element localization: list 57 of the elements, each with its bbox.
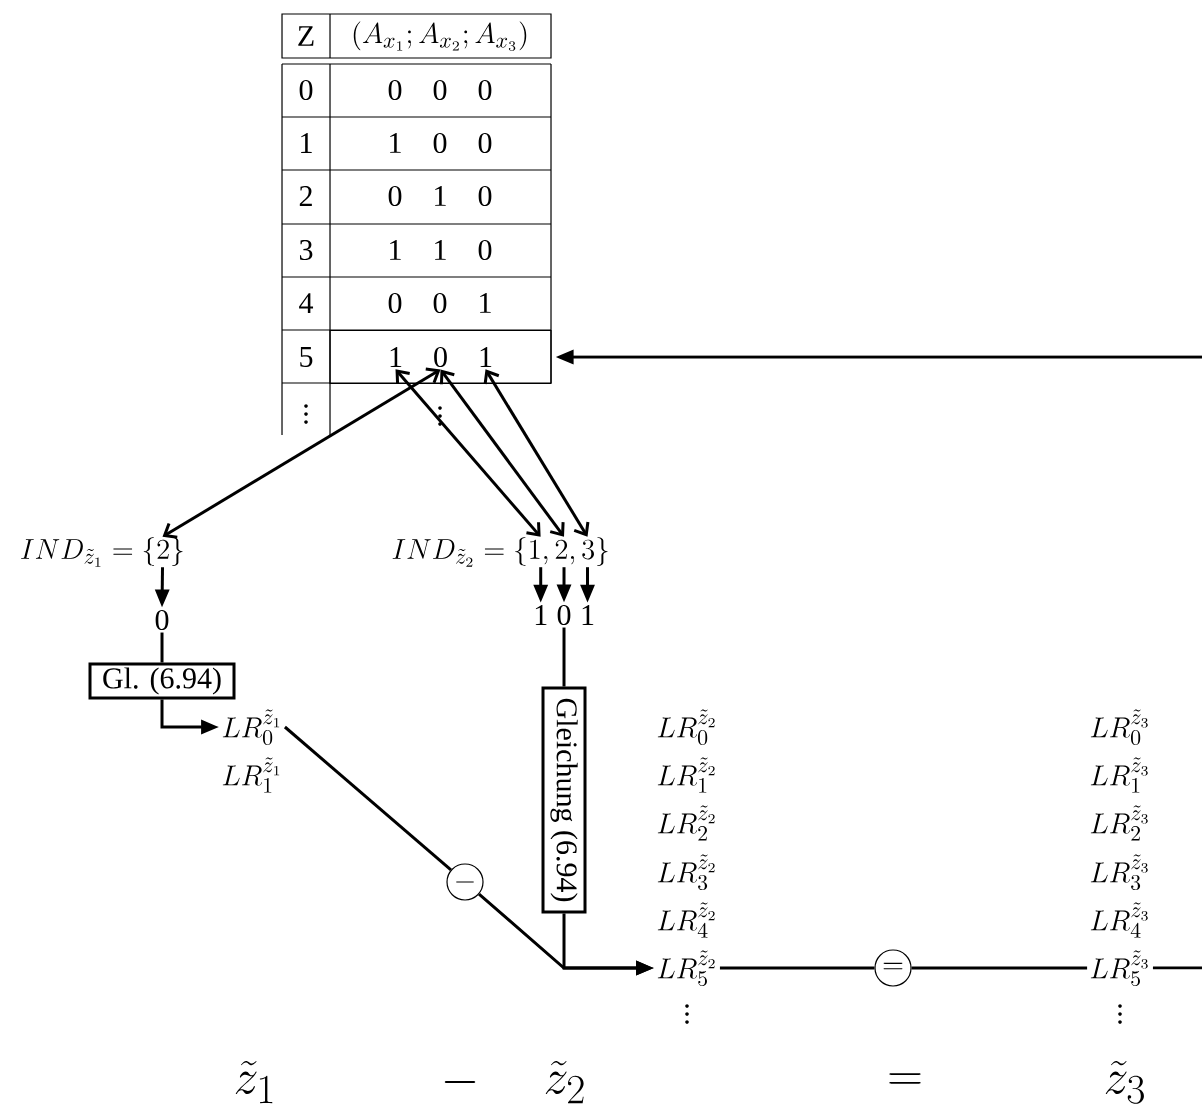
ellipsis: $\vdots$ [1118, 1004, 1122, 1024]
ellipsis: $\vdots$ [304, 404, 308, 424]
column-header: $(A_{x_1};A_{x_2};A_{x_3})$ [353, 21, 527, 51]
likelihood-ratio: $LR_5^{\tilde z_3}$ [1090, 950, 1148, 987]
column-header: Z [298, 26, 314, 46]
row-number: 1 [301, 133, 312, 153]
bit-value: 0 [155, 609, 169, 631]
likelihood-ratio: $LR_0^{\tilde z_1}$ [222, 709, 280, 746]
likelihood-ratio: $LR_5^{\tilde z_2}$ [657, 950, 715, 987]
likelihood-ratio: $LR_0^{\tilde z_3}$ [1090, 709, 1148, 746]
likelihood-ratio: $LR_4^{\tilde z_3}$ [1090, 902, 1148, 938]
connector-line [283, 725, 452, 871]
bit-pattern: 1 0 0 [390, 132, 492, 154]
bit-value: 1 [390, 347, 402, 367]
equation-box: Gl. (6.94) [88, 662, 236, 700]
likelihood-ratio: $LR_1^{\tilde z_3}$ [1090, 757, 1148, 793]
double-arrow [439, 369, 565, 537]
connector-line [1152, 966, 1202, 970]
ellipsis: $\vdots$ [685, 1004, 689, 1024]
bit-pattern: 1 1 0 [390, 239, 492, 261]
table-cell [329, 329, 552, 385]
connector-line [719, 966, 875, 970]
connector-line [160, 632, 164, 663]
bit-value: 1 [480, 347, 492, 367]
equation-box: Gleichung (6.94) [541, 686, 587, 914]
bit-value: 1 [582, 605, 594, 625]
variable-symbol: $\tilde z_1$ [235, 1060, 273, 1104]
operator-symbol: $-$ [444, 1081, 476, 1083]
double-arrow [483, 369, 590, 537]
bit-pattern: 0 0 0 [388, 79, 492, 101]
connector-line [911, 966, 1088, 970]
bit-pattern: 0 0 1 [388, 292, 491, 314]
variable-symbol: $\tilde z_3$ [1105, 1060, 1144, 1104]
row-number: 2 [299, 186, 312, 206]
connector-line [562, 627, 566, 687]
double-arrow [162, 367, 441, 539]
likelihood-ratio: $LR_4^{\tilde z_2}$ [657, 902, 715, 938]
likelihood-ratio: $LR_1^{\tilde z_2}$ [657, 757, 715, 793]
likelihood-ratio: $LR_2^{\tilde z_2}$ [657, 805, 715, 841]
double-arrow [395, 369, 541, 537]
variable-symbol: $\tilde z_2$ [545, 1060, 584, 1104]
bit-pattern: 0 1 0 [388, 185, 492, 207]
likelihood-ratio: $LR_2^{\tilde z_3}$ [1090, 805, 1148, 841]
operator-symbol: $=$ [889, 1073, 921, 1084]
likelihood-ratio: $LR_3^{\tilde z_3}$ [1090, 854, 1148, 891]
likelihood-ratio: $LR_0^{\tilde z_2}$ [657, 709, 715, 746]
index-set-formula: $IND_{\tilde z_2} = \{1,2,3\}$ [392, 537, 608, 567]
likelihood-ratio: $LR_1^{\tilde z_1}$ [222, 757, 280, 793]
row-number: 3 [299, 239, 313, 261]
row-number: 5 [300, 347, 313, 367]
bit-value: 0 [434, 346, 447, 368]
bit-value: 1 [535, 605, 547, 625]
index-set-formula: $IND_{\tilde z_1} = \{2\}$ [21, 537, 183, 567]
row-number: 0 [299, 79, 313, 101]
bit-value: 0 [557, 604, 571, 626]
likelihood-ratio: $LR_3^{\tilde z_2}$ [657, 854, 715, 891]
row-number: 4 [299, 293, 314, 313]
